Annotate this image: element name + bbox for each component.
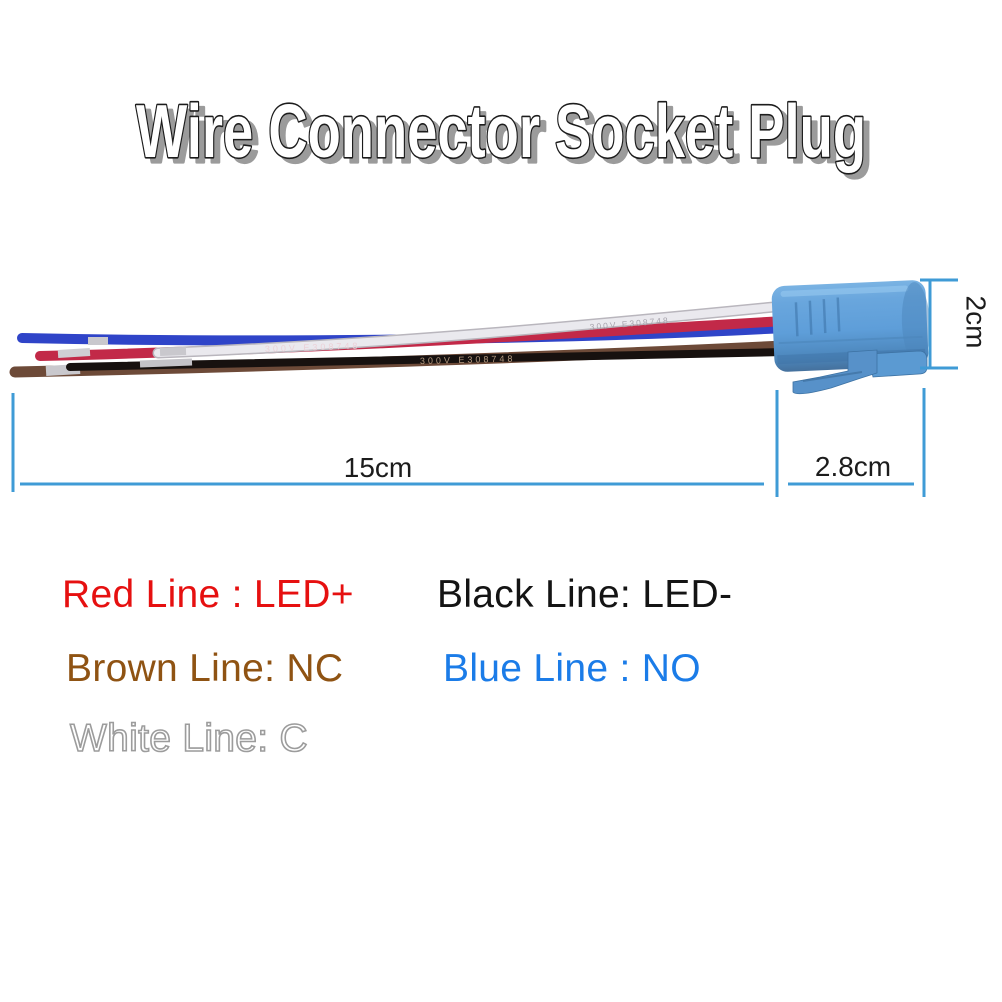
connector-front-shade (901, 282, 931, 365)
connector-height-label: 2cm (961, 296, 992, 349)
connector-latch (792, 349, 878, 395)
product-figure: 300V E308748 300V E308748 300V E308748 (9, 278, 992, 497)
legend-white-line: White Line: C (69, 716, 308, 761)
black-wire-stripped-tip (139, 358, 193, 368)
connector-length-label: 2.8cm (815, 451, 891, 482)
legend-red-line: Red Line : LED+ (62, 573, 354, 616)
red-wire-stripped-tip (57, 348, 91, 358)
legend-brown-line: Brown Line: NC (66, 647, 344, 690)
blue-socket-plug (771, 280, 931, 395)
white-wire (154, 302, 788, 357)
connector-ridges (794, 297, 841, 337)
wire-print-red: 300V E308748 (265, 341, 361, 354)
dimension-lines (11, 278, 958, 497)
legend-blue-line: Blue Line : NO (443, 647, 701, 690)
title-banner: Wire Connector Socket Plug Wire Connecto… (134, 87, 873, 179)
connector-top-highlight (780, 285, 909, 297)
white-wire-stripped-tip (159, 347, 187, 356)
page-title-shadow: Wire Connector Socket Plug (142, 94, 872, 178)
wire-length-label: 15cm (344, 452, 412, 483)
wire-bundle: 300V E308748 300V E308748 300V E308748 (9, 300, 790, 378)
connector-groove (778, 335, 923, 345)
connector-latch-slot (802, 371, 863, 382)
page-title: Wire Connector Socket Plug (136, 89, 866, 173)
wire-print-brown: 300V E308748 (420, 354, 516, 366)
legend-black-line: Black Line: LED- (437, 573, 733, 616)
